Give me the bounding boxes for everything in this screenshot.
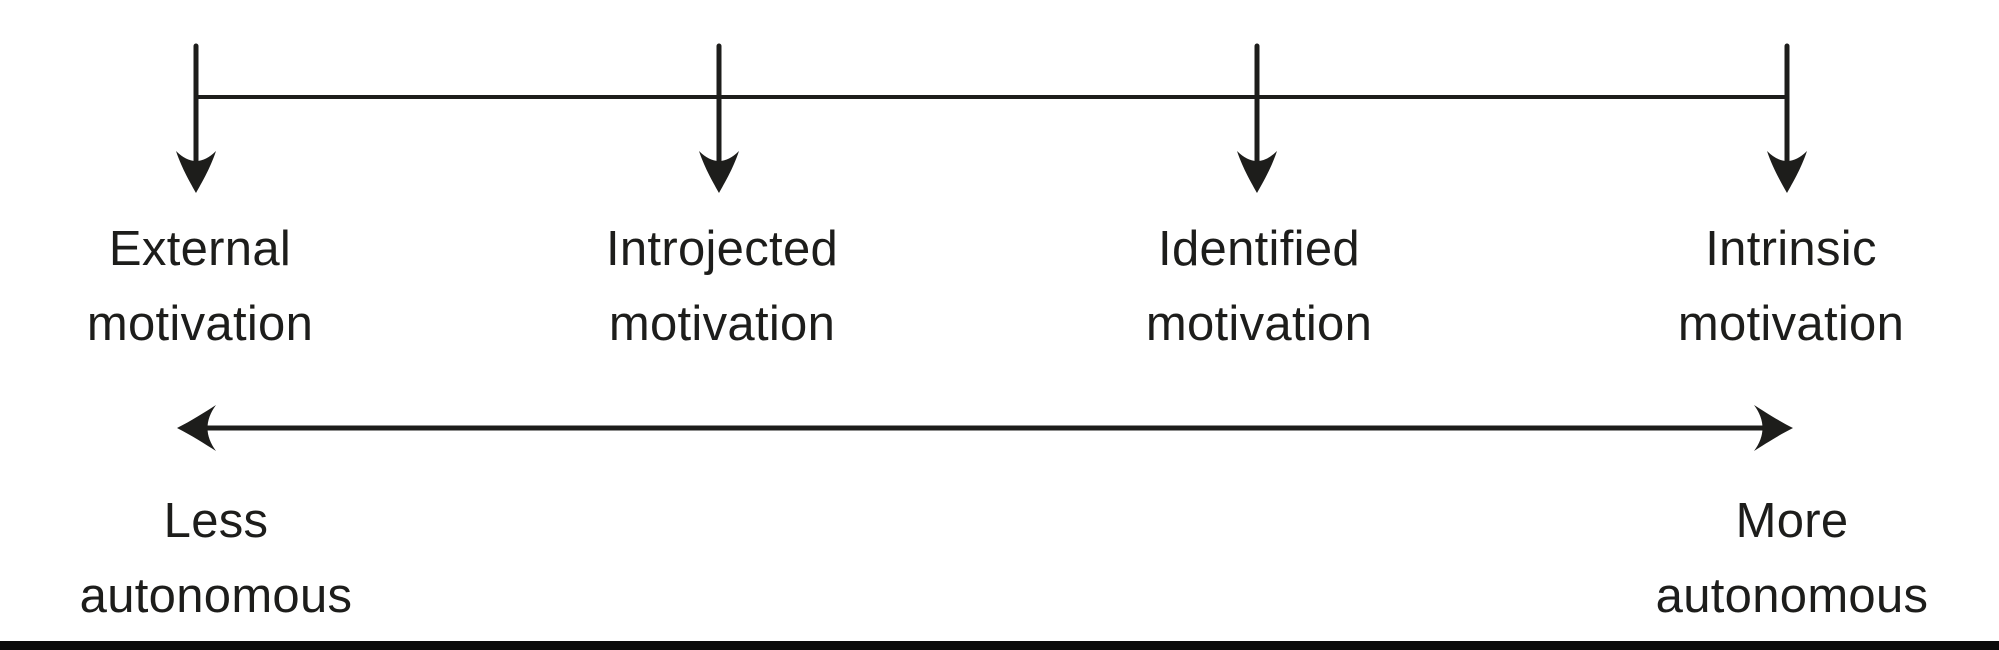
label-line-1: Identified [1158,222,1360,276]
label-line-1: External [108,222,292,276]
spectrum-label-introjected-motivation: Introjected motivation [606,212,838,362]
spectrum-label-intrinsic-motivation: Intrinsic motivation [1678,212,1904,362]
label-line-1: Intrinsic [1705,222,1877,276]
spectrum-label-external-motivation: External motivation [87,212,313,362]
bottom-border-bar [0,641,1999,650]
axis-label-less-autonomous: Less autonomous [80,484,353,634]
label-line-2: motivation [86,297,314,351]
arrow-head [176,151,216,193]
label-line-2: motivation [1677,297,1905,351]
arrow-head [1237,151,1277,193]
label-line-2: autonomous [79,569,353,623]
down-arrow-icon [176,43,216,193]
label-line-1: Less [163,494,269,548]
label-line-1: More [1735,494,1849,548]
down-arrow-icon [1767,43,1807,193]
right-arrowhead [1754,405,1793,451]
label-line-2: autonomous [1655,569,1929,623]
label-line-2: motivation [608,297,836,351]
label-line-2: motivation [1145,297,1373,351]
left-arrowhead [177,405,216,451]
label-line-1: Introjected [605,222,839,276]
double-headed-arrow-icon [177,405,1793,451]
arrow-head [1767,151,1807,193]
down-arrow-icon [1237,43,1277,193]
arrow-head [699,151,739,193]
spectrum-label-identified-motivation: Identified motivation [1146,212,1372,362]
axis-label-more-autonomous: More autonomous [1656,484,1929,634]
down-arrow-icon [699,43,739,193]
